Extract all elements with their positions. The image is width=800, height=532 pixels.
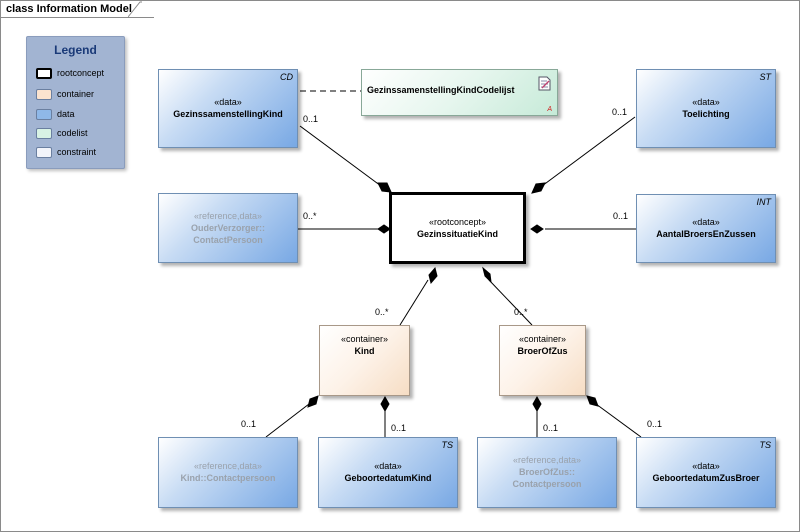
stereotype-label: «data» bbox=[374, 461, 402, 471]
legend-item-data: data bbox=[36, 107, 75, 121]
class-name: GezinssamenstellingKindCodelijst bbox=[367, 85, 515, 95]
stereotype-label: «data» bbox=[692, 461, 720, 471]
diamond-kind bbox=[428, 266, 438, 285]
class-name: AantalBroersEnZussen bbox=[656, 229, 756, 239]
class-geboortedatumzusbroer[interactable]: TS «data» GeboortedatumZusBroer bbox=[636, 437, 776, 508]
stereotype-label: «reference,data» bbox=[193, 210, 263, 221]
multiplicity-broerofzus: 0..* bbox=[514, 307, 528, 317]
type-tag: TS bbox=[759, 440, 771, 450]
multiplicity-toelichting: 0..1 bbox=[612, 107, 628, 117]
abstract-tag: A bbox=[547, 106, 552, 113]
frame-tab-corner bbox=[128, 1, 142, 18]
diamond-broerofzus bbox=[482, 266, 492, 284]
stereotype-label: «data» bbox=[214, 97, 242, 107]
legend-swatch bbox=[36, 146, 52, 158]
diamond-gebkind bbox=[380, 395, 390, 413]
stereotype-label: «container» bbox=[518, 334, 567, 344]
legend-label: codelist bbox=[57, 128, 88, 138]
diamond-gebzus bbox=[586, 395, 599, 407]
diamond-bozcontact bbox=[532, 395, 542, 413]
class-name: Kind::Contactpersoon bbox=[180, 473, 276, 483]
stereotype-label: «container» bbox=[340, 334, 389, 344]
class-gezinssamenstellingkind[interactable]: CD «data» GezinssamenstellingKind bbox=[158, 69, 298, 148]
class-name: GeboortedatumZusBroer bbox=[652, 473, 760, 483]
class-name: GezinssamenstellingKind bbox=[173, 109, 283, 119]
legend-label: data bbox=[57, 109, 75, 119]
multiplicity-aantal: 0..1 bbox=[613, 211, 629, 221]
class-name: Toelichting bbox=[682, 109, 730, 119]
class-aantalbroersenzussen[interactable]: INT «data» AantalBroersEnZussen bbox=[636, 194, 776, 263]
type-tag: INT bbox=[756, 197, 772, 207]
legend-label: container bbox=[57, 89, 95, 99]
class-kind[interactable]: «container» Kind bbox=[319, 325, 410, 396]
legend-item-constraint: constraint bbox=[36, 145, 96, 159]
legend-swatch bbox=[36, 88, 52, 100]
class-name: GezinssituatieKind bbox=[416, 228, 498, 239]
type-tag: TS bbox=[441, 440, 453, 450]
line-gebzus-broerofzus bbox=[595, 403, 642, 438]
line-broerofzus-root bbox=[488, 279, 533, 326]
line-toelichting-root bbox=[541, 116, 636, 187]
multiplicity-kind: 0..* bbox=[375, 307, 389, 317]
line-samenstelling-root bbox=[299, 125, 382, 187]
frame-title: class Information Model bbox=[1, 1, 154, 18]
multiplicity-kindcontact: 0..1 bbox=[241, 419, 257, 429]
multiplicity-gebkind: 0..1 bbox=[391, 423, 407, 433]
legend-label: rootconcept bbox=[57, 68, 105, 78]
stereotype-label: «data» bbox=[692, 217, 720, 227]
legend-item-codelist: codelist bbox=[36, 126, 88, 140]
class-ouderverzorger-contactpersoon[interactable]: «reference,data» OuderVerzorger:: Contac… bbox=[158, 193, 298, 263]
stereotype-label: «reference,data» bbox=[512, 455, 582, 465]
class-gezinssamenstellingkindcodelijst[interactable]: A GezinssamenstellingKindCodelijst bbox=[361, 69, 558, 116]
multiplicity-ouder: 0..* bbox=[303, 211, 317, 221]
legend-title: Legend bbox=[54, 43, 97, 57]
diamond-aantal bbox=[530, 224, 544, 234]
class-name-part1: BroerOfZus:: bbox=[519, 467, 575, 477]
diamond-samenstelling bbox=[377, 182, 392, 193]
class-name: GeboortedatumKind bbox=[344, 473, 432, 483]
type-tag: CD bbox=[280, 72, 293, 82]
class-name-part1: OuderVerzorger:: bbox=[190, 222, 266, 233]
class-broerofzus[interactable]: «container» BroerOfZus bbox=[499, 325, 586, 396]
multiplicity-samenstelling: 0..1 bbox=[303, 114, 319, 124]
legend-swatch bbox=[36, 108, 52, 120]
legend-swatch bbox=[36, 127, 52, 139]
document-icon bbox=[538, 76, 551, 91]
class-kind-contactpersoon[interactable]: «reference,data» Kind::Contactpersoon bbox=[158, 437, 298, 508]
legend-item-rootconcept: rootconcept bbox=[36, 66, 104, 80]
class-toelichting[interactable]: ST «data» Toelichting bbox=[636, 69, 776, 148]
diamond-toelichting bbox=[531, 182, 546, 194]
class-geboortedatumkind[interactable]: TS «data» GeboortedatumKind bbox=[318, 437, 458, 508]
legend-swatch bbox=[36, 67, 52, 79]
class-gezinssituatiekind[interactable]: «rootconcept» GezinssituatieKind bbox=[389, 192, 526, 264]
multiplicity-gebzus: 0..1 bbox=[647, 419, 663, 429]
class-name-part2: ContactPersoon bbox=[193, 234, 263, 245]
stereotype-label: «reference,data» bbox=[193, 461, 263, 471]
diamond-kindcontact bbox=[307, 395, 319, 408]
class-broerofzus-contactpersoon[interactable]: «reference,data» BroerOfZus:: Contactper… bbox=[477, 437, 617, 508]
class-name: BroerOfZus bbox=[517, 346, 568, 356]
stereotype-label: «data» bbox=[692, 97, 720, 107]
legend-item-container: container bbox=[36, 87, 94, 101]
legend-panel: Legend rootconcept container data codeli… bbox=[26, 36, 125, 169]
legend-label: constraint bbox=[57, 147, 97, 157]
stereotype-label: «rootconcept» bbox=[428, 216, 487, 227]
class-name-part2: Contactpersoon bbox=[512, 479, 582, 489]
line-kind-root bbox=[399, 279, 429, 326]
type-tag: ST bbox=[759, 72, 771, 82]
class-name: Kind bbox=[354, 346, 375, 356]
line-kindcontact-kind bbox=[265, 403, 310, 438]
diamond-ouder bbox=[377, 224, 391, 234]
multiplicity-bozcontact: 0..1 bbox=[543, 423, 559, 433]
